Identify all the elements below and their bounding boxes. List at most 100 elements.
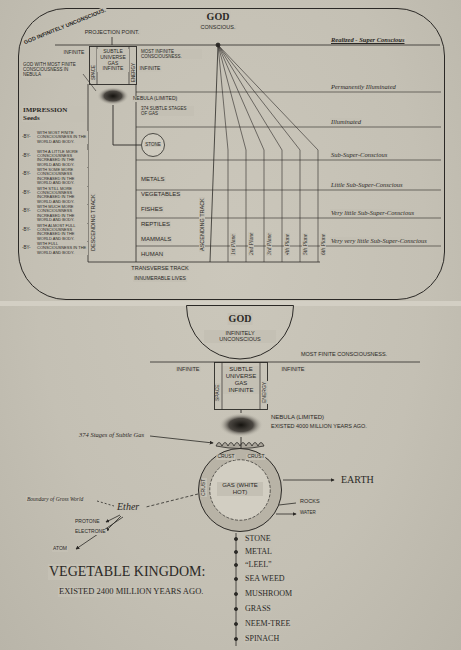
level-line — [136, 160, 441, 161]
consciousness-note: GOD WITH MOST FINITE CONSCIOUSNESS IN NE… — [22, 62, 82, 78]
consciousness-note: WITH ALMOST FULL CONSCIOUSNESS INCREASED… — [36, 224, 88, 242]
crust-label: CRUST — [246, 454, 265, 460]
state-label: Illuminated — [330, 118, 362, 125]
kingdom-heading: VEGETABLE KINGDOM: — [48, 564, 206, 580]
by-mark: -BY- — [21, 153, 32, 158]
nebula-cloud-outline — [97, 87, 129, 105]
form-label: NEEM-TREE — [244, 619, 291, 628]
core-label: GAS (WHITE HOT) — [217, 482, 263, 496]
crust-label: CRUST — [201, 478, 207, 497]
infinite-line — [150, 362, 420, 363]
state-label: Very very little Sub-Super-Conscious — [330, 237, 428, 244]
transverse-line — [88, 262, 320, 263]
earth-label: EARTH — [340, 474, 375, 486]
box-text: SUBTLE UNIVERSE GAS INFINITE — [97, 49, 129, 72]
by-mark: -BY- — [21, 245, 32, 250]
kingdom-date: EXISTED 2400 MILLION YEARS AGO. — [58, 587, 204, 597]
boundary-label: Boundary of Gross World — [26, 496, 84, 502]
nebula-label: NEBULA (LIMITED) — [270, 414, 325, 421]
leader-arrow — [276, 514, 296, 515]
part-label: ROCKS — [299, 498, 321, 504]
plane-line — [218, 45, 282, 262]
projection-line — [55, 45, 440, 46]
crust-ring — [199, 449, 282, 532]
state-label: Sub-Super-Conscious — [330, 151, 388, 158]
by-mark: -BY- — [21, 171, 32, 176]
nebula-date: EXISTED 4000 MILLION YEARS AGO. — [270, 423, 368, 429]
stages-note: 374 SUBTLE STAGES OF GAS — [140, 106, 194, 116]
chain-line — [236, 533, 237, 646]
plane-line — [218, 45, 318, 262]
plane-label: 6th Plane — [320, 233, 326, 256]
chain-dot — [234, 622, 237, 625]
plane-label: 1st Plane — [230, 233, 236, 256]
chain-dot — [234, 607, 237, 610]
particle-label: ATOM — [52, 546, 68, 552]
level-line — [136, 127, 441, 128]
track-label: DESCENDING TRACK — [90, 193, 96, 252]
boundary-line — [146, 494, 198, 507]
side-label: ENERGY — [131, 62, 136, 83]
track-label: INNUMERABLE LIVES — [133, 276, 187, 282]
consciousness-note: MOST FINITE CONSCIOUSNESS. — [300, 351, 388, 357]
form-label: MUSHROOM — [244, 589, 293, 598]
consciousness-note: WITH FULL CONSCIOUSNESS IN THE WORLD AND… — [36, 242, 88, 255]
side-label: SPACE — [91, 64, 96, 81]
projection-tick — [112, 37, 113, 45]
stone-label: STONE — [144, 142, 161, 147]
nebula-cloud-outline — [219, 413, 263, 437]
level-line — [136, 190, 441, 191]
connector-line — [113, 105, 141, 145]
form-label: METALS — [140, 176, 166, 183]
state-label: Realized - Super Conscious — [330, 36, 406, 43]
ascending-line — [210, 45, 218, 262]
gas-box: SUBTLE UNIVERSE GAS INFINITESPACE ENERGY — [89, 46, 137, 85]
nebula-cloud: NEBULA (LIMITED)EXISTED 4000 MILLION YEA… — [219, 413, 263, 437]
god-label: GOD — [206, 11, 231, 23]
chain-dot — [234, 577, 237, 580]
god-label: CONSCIOUS. — [200, 24, 237, 30]
point-label: PROJECTION POINT. — [84, 29, 141, 35]
subtle-stages — [216, 443, 264, 449]
energy-strip — [260, 363, 261, 410]
form-label: FISHES — [140, 206, 164, 213]
by-mark: -BY- — [21, 227, 32, 232]
side-label: SPACE — [215, 383, 221, 402]
consciousness-note: WITH SOME MORE CONSCIOUSNESS INCREASED I… — [36, 168, 88, 186]
connector-line — [241, 437, 242, 448]
box-border — [90, 47, 137, 85]
chain-dot — [234, 550, 237, 553]
level-line — [136, 92, 441, 93]
infinite-label: INFINITE — [176, 366, 201, 372]
track-label: TRANSVERSE TRACK — [130, 265, 189, 271]
semicircle-outline — [187, 306, 294, 360]
level-line — [136, 218, 441, 219]
crust-label: CRUST — [216, 454, 235, 460]
descending-column — [88, 84, 136, 262]
god-label: GOD — [228, 313, 253, 325]
form-label: HUMAN — [140, 251, 164, 258]
state-label: Very little Sub-Super-Conscious — [330, 209, 415, 216]
chain-dot — [234, 563, 237, 566]
form-label: VEGETABLES — [140, 191, 181, 198]
consciousness-note: MOST INFINITE CONSCIOUSNESS. — [140, 49, 202, 59]
god-semicircle: GODINFINITELY UNCONSCIOUS — [186, 305, 294, 359]
gas-core — [210, 460, 270, 520]
gas-box: SUBTLE UNIVERSE GAS INFINITESPACEENERGY — [214, 362, 268, 410]
panel-title: GOD INFINITELY UNCONSCIOUS. — [22, 6, 108, 45]
stages-note: 374 Stages of Subtle Gas — [78, 431, 145, 438]
by-mark: -BY- — [21, 190, 32, 195]
plane-label: 5th Plane — [302, 233, 308, 256]
box-border — [215, 363, 268, 410]
nebula-shape — [97, 87, 129, 105]
form-label: METAL — [244, 547, 273, 556]
boundary-line — [97, 501, 114, 506]
consciousness-note: WITH MOST FINITE CONSCIOUSNESS IN THE WO… — [36, 131, 88, 144]
ether-label: Ether — [116, 501, 140, 513]
nebula-cloud: NEBULA (LIMITED) — [97, 87, 129, 105]
form-label: SEA WEED — [244, 574, 286, 583]
